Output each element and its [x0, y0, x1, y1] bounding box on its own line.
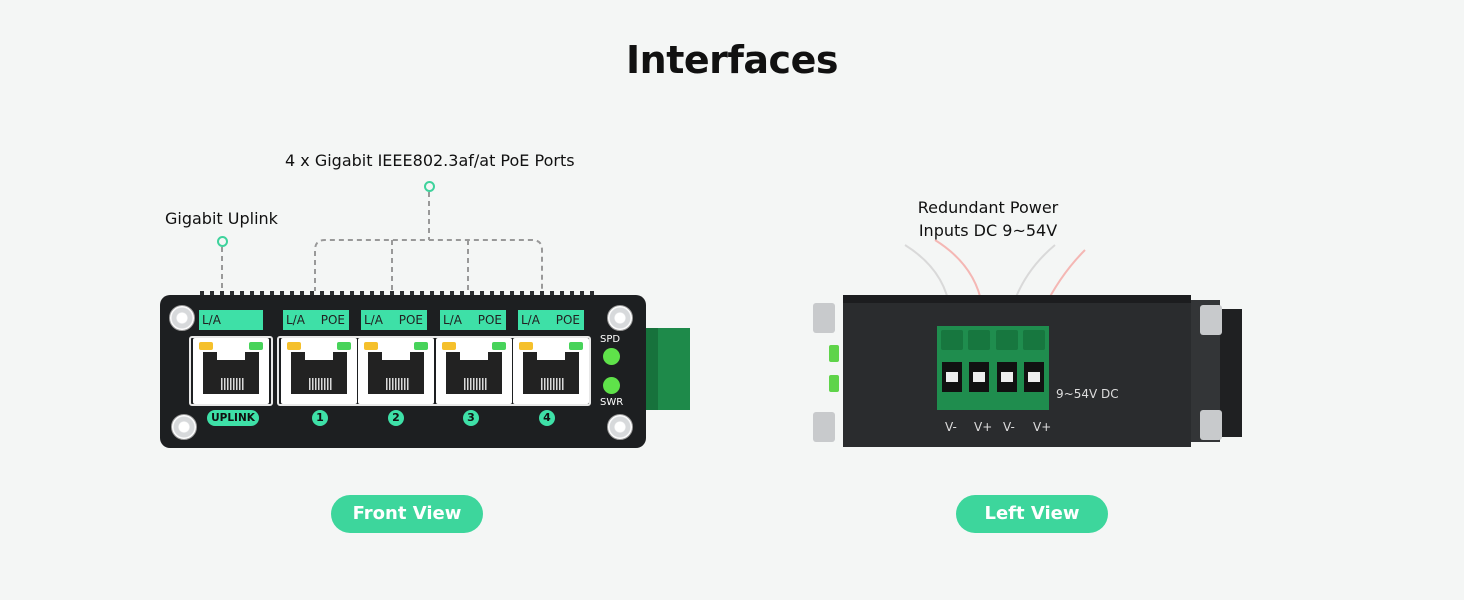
screw-icon	[169, 305, 195, 331]
rj45-pins	[221, 378, 245, 390]
power-callout: Redundant Power Inputs DC 9~54V	[908, 196, 1068, 242]
dc-voltage-label: 9~54V DC	[1056, 387, 1119, 401]
rj45-pins	[464, 378, 488, 390]
spd-led	[603, 348, 620, 365]
rj45-pins	[309, 378, 333, 390]
port-number-badge: 1	[312, 410, 328, 426]
link-led	[337, 342, 351, 350]
uplink-badge: UPLINK	[207, 410, 259, 426]
terminal-screw	[1023, 330, 1045, 350]
port-4-la-strip: L/A POE	[518, 310, 584, 330]
uplink-callout-dot	[217, 236, 228, 247]
terminal-slot	[942, 362, 962, 392]
poe-label: POE	[555, 313, 580, 327]
pin-label: V-	[1003, 420, 1015, 434]
activity-led	[519, 342, 533, 350]
terminal-slot	[1024, 362, 1044, 392]
poe-port-2	[358, 338, 434, 404]
poe-ports-callout: 4 x Gigabit IEEE802.3af/at PoE Ports	[285, 151, 575, 170]
front-terminal-side	[646, 328, 690, 410]
rj45-pins	[386, 378, 410, 390]
left-view-button[interactable]: Left View	[956, 495, 1108, 533]
rj45-side-cap	[813, 412, 835, 442]
power-terminal-block	[937, 326, 1049, 410]
activity-led	[199, 342, 213, 350]
la-label: L/A	[202, 313, 221, 327]
la-label: L/A	[286, 313, 305, 327]
link-led	[249, 342, 263, 350]
terminal-slot	[969, 362, 989, 392]
power-callout-line2: Inputs DC 9~54V	[918, 221, 1058, 240]
port-3-la-strip: L/A POE	[440, 310, 506, 330]
poe-port-4	[513, 338, 589, 404]
rj45-side-cap	[813, 303, 835, 333]
spd-label: SPD	[600, 334, 621, 345]
screw-icon	[607, 305, 633, 331]
poe-ports-callout-dot	[424, 181, 435, 192]
terminal-screw	[941, 330, 963, 350]
screw-icon	[607, 414, 633, 440]
la-label: L/A	[443, 313, 462, 327]
terminal-slot	[997, 362, 1017, 392]
uplink-callout: Gigabit Uplink	[165, 209, 278, 228]
uplink-rj45-port	[193, 338, 269, 404]
poe-port-1	[281, 338, 357, 404]
port-1-la-strip: L/A POE	[283, 310, 349, 330]
poe-label: POE	[398, 313, 423, 327]
port-number-badge: 2	[388, 410, 404, 426]
swr-label: SWR	[600, 397, 624, 408]
port-2-la-strip: L/A POE	[361, 310, 427, 330]
pin-label: V+	[1033, 420, 1052, 434]
port-number-badge: 4	[539, 410, 555, 426]
page-title: Interfaces	[626, 38, 838, 82]
screw-icon	[171, 414, 197, 440]
bracket-cap	[1200, 410, 1222, 440]
side-led	[829, 345, 839, 362]
poe-port-3	[436, 338, 512, 404]
pin-label: V+	[974, 420, 993, 434]
bracket-cap	[1200, 305, 1222, 335]
rj45-jack	[446, 352, 502, 394]
terminal-screw	[996, 330, 1018, 350]
link-led	[569, 342, 583, 350]
front-view-button[interactable]: Front View	[331, 495, 483, 533]
rj45-pins	[541, 378, 565, 390]
activity-led	[442, 342, 456, 350]
swr-led	[603, 377, 620, 394]
terminal-screw	[968, 330, 990, 350]
power-callout-line1: Redundant Power	[917, 198, 1059, 217]
poe-label: POE	[477, 313, 502, 327]
la-label: L/A	[364, 313, 383, 327]
la-label: L/A	[521, 313, 540, 327]
poe-label: POE	[320, 313, 345, 327]
side-led	[829, 375, 839, 392]
pin-label: V-	[945, 420, 957, 434]
link-led	[414, 342, 428, 350]
din-rail-bracket	[1218, 309, 1242, 437]
uplink-port-frame	[189, 336, 273, 406]
poe-ports-frame	[277, 336, 591, 406]
port-number-badge: 3	[463, 410, 479, 426]
uplink-la-strip: L/A	[199, 310, 263, 330]
link-led	[492, 342, 506, 350]
activity-led	[364, 342, 378, 350]
activity-led	[287, 342, 301, 350]
